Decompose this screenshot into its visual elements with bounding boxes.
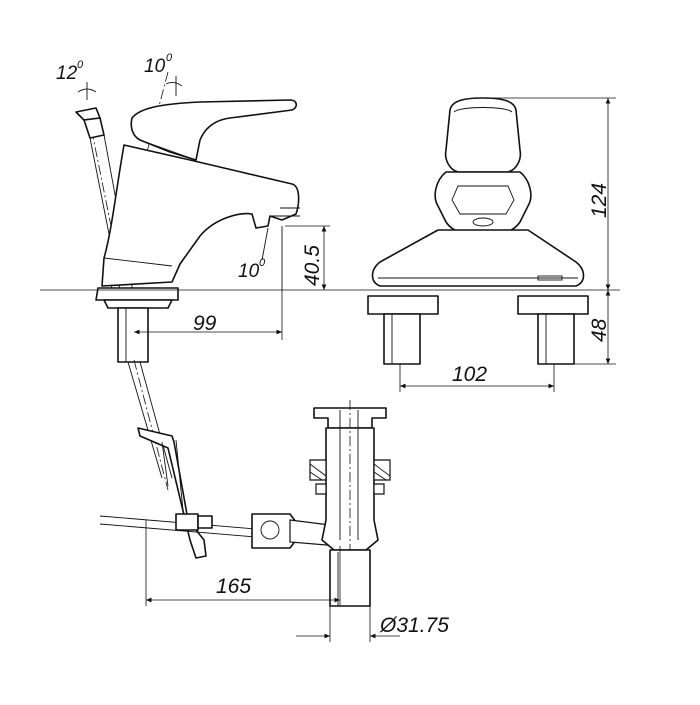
tailpiece (329, 549, 371, 607)
front-handle (444, 97, 522, 173)
side-body (101, 144, 300, 287)
side-view (40, 71, 620, 363)
spout-degree-mark: 0 (259, 257, 266, 269)
shank-length-label: 48 (588, 318, 611, 342)
right-foot (517, 295, 589, 315)
rod-reach-label: 165 (216, 575, 251, 598)
clevis-strap (137, 427, 207, 559)
front-body (434, 171, 532, 235)
spout-reach-label: 99 (193, 312, 217, 335)
shank-spacing-label: 102 (452, 363, 487, 386)
side-shank (117, 307, 149, 363)
tail-diameter-label: Ø31.75 (379, 614, 449, 637)
handle-angle-label: 10 (144, 56, 166, 77)
side-base (95, 287, 179, 301)
spout-angle-label: 10 (238, 261, 260, 282)
lever-angle-label: 12 (56, 63, 78, 84)
handle-degree-mark: 0 (166, 52, 173, 64)
rod-clip (175, 513, 199, 531)
spout-height-label: 40.5 (301, 245, 324, 286)
side-handle (130, 99, 298, 161)
front-view (367, 97, 616, 392)
right-shank (537, 313, 575, 365)
waste-assembly (99, 359, 400, 642)
total-height-label: 124 (588, 183, 611, 218)
left-foot (367, 295, 439, 315)
front-deck (371, 229, 585, 287)
lever-degree-mark: 0 (77, 59, 84, 71)
left-shank (383, 313, 421, 365)
